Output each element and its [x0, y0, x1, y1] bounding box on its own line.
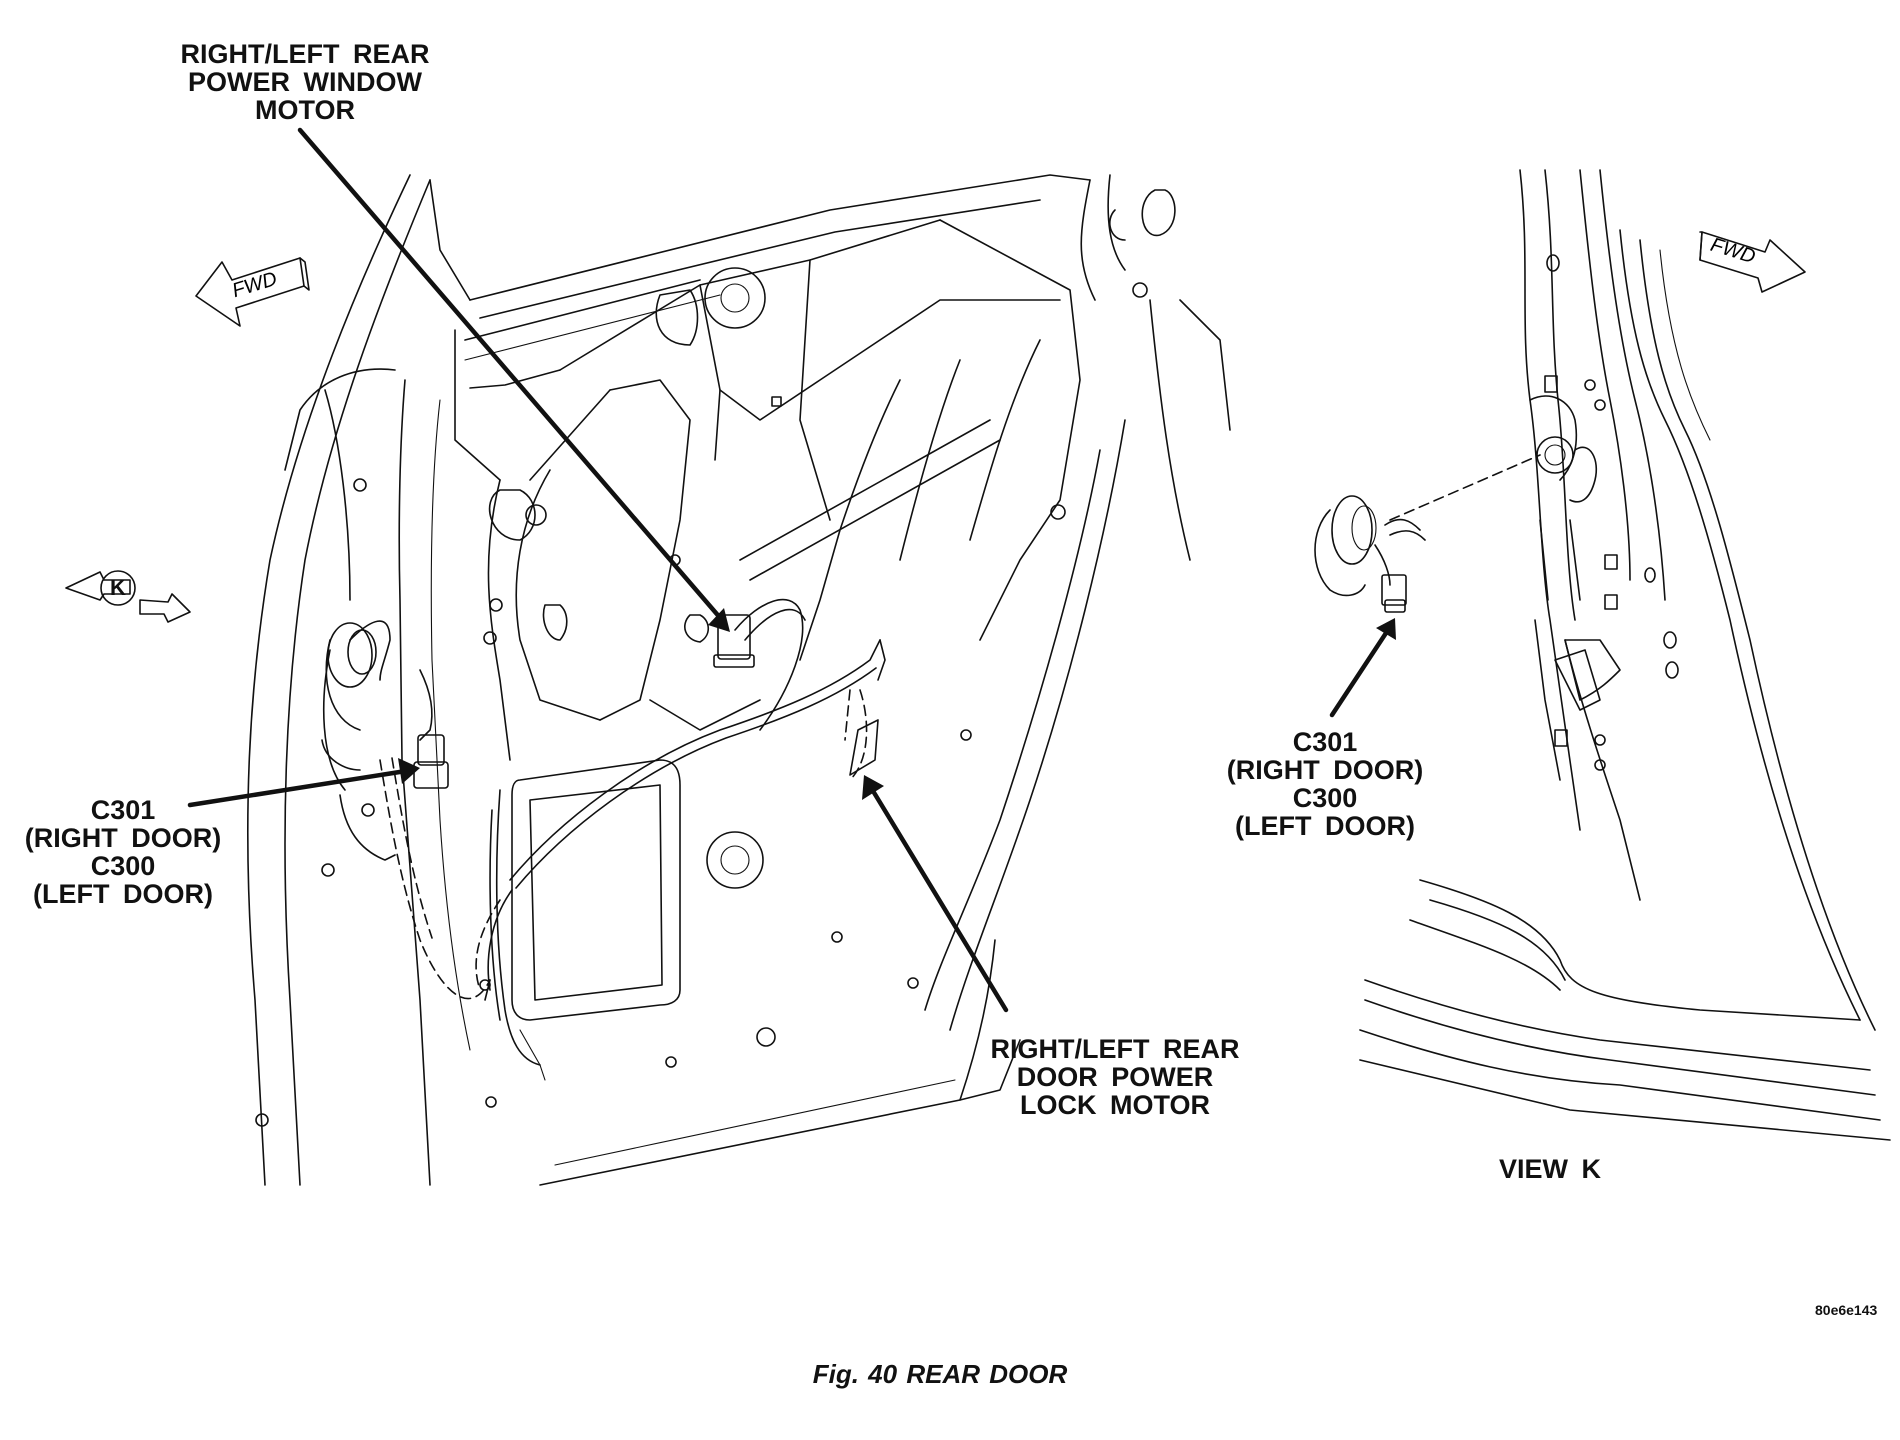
wiring-harness [321, 598, 886, 1001]
window-motor-label-line-1: RIGHT/LEFT REAR [180, 39, 430, 69]
left-connector-label-line-3: C300 [90, 851, 156, 881]
view-k-drawing [1314, 169, 1891, 1141]
lock-motor-arrowhead [862, 775, 884, 800]
right-connector-label-line-2: (RIGHT DOOR) [1226, 755, 1424, 785]
left-connector-label: C301 (RIGHT DOOR) C300 (LEFT DOOR) [8, 796, 238, 908]
figure-id: 80e6e143 [1815, 1302, 1878, 1318]
view-k-connector-arrowhead [1376, 618, 1396, 640]
k-marker-letter: K [110, 575, 126, 600]
left-connector-arrowhead [398, 758, 420, 784]
window-motor-arrowhead [708, 608, 730, 632]
left-connector-label-line-4: (LEFT DOOR) [33, 879, 213, 909]
lock-motor-leader [867, 783, 1009, 1013]
view-k-label: VIEW K [1498, 1154, 1601, 1184]
right-connector-label: C301 (RIGHT DOOR) C300 (LEFT DOOR) [1210, 728, 1440, 840]
left-connector-label-line-2: (RIGHT DOOR) [24, 823, 222, 853]
view-k-connector-leader [1329, 627, 1391, 718]
window-frame [429, 174, 1126, 481]
window-motor-label-line-2: POWER WINDOW [188, 67, 422, 97]
fwd-arrow-left [195, 257, 310, 327]
window-motor-label-line-3: MOTOR [255, 95, 355, 125]
window-motor-leader [297, 127, 725, 623]
window-motor-label: RIGHT/LEFT REAR POWER WINDOW MOTOR [140, 40, 470, 124]
lock-motor-label: RIGHT/LEFT REAR DOOR POWER LOCK MOTOR [950, 1035, 1280, 1119]
inner-door-panel [487, 189, 1231, 1186]
fwd-arrow-right [1699, 231, 1806, 293]
left-connector-label-line-1: C301 [90, 795, 156, 825]
panel-holes [255, 282, 1148, 1127]
right-connector-label-line-4: (LEFT DOOR) [1235, 811, 1415, 841]
k-view-indicator [65, 570, 191, 623]
door-frame [246, 174, 471, 1186]
right-connector-label-line-1: C301 [1292, 727, 1358, 757]
left-connector-leader [187, 768, 409, 808]
leader-lines [187, 127, 1009, 1013]
figure-caption: Fig. 40 REAR DOOR [812, 1359, 1068, 1389]
lock-motor-label-line-3: LOCK MOTOR [1020, 1090, 1210, 1120]
right-connector-label-line-3: C300 [1292, 783, 1358, 813]
lock-motor-label-line-2: DOOR POWER [1016, 1062, 1214, 1092]
lock-motor-label-line-1: RIGHT/LEFT REAR [990, 1034, 1240, 1064]
